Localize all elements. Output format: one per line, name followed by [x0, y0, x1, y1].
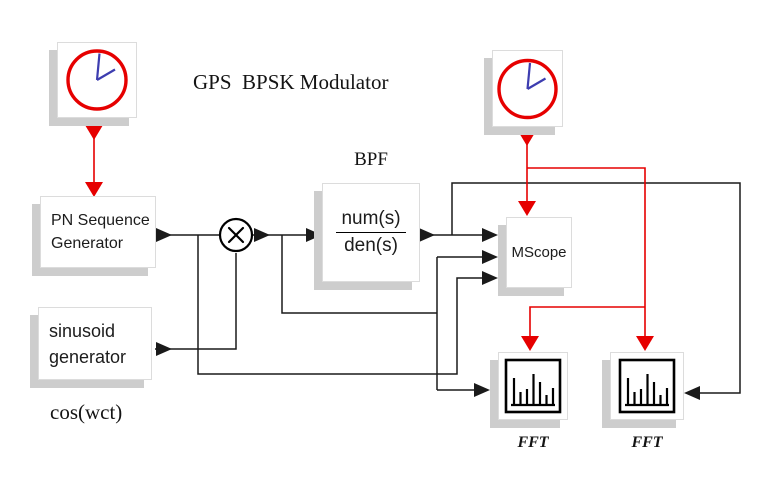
fft-left-label: FFT	[517, 434, 549, 451]
multiply-icon	[227, 226, 245, 244]
wire-branch-to-mscope-and-fft	[436, 256, 482, 391]
red-arrowheads	[85, 125, 654, 351]
hour-hand	[526, 77, 547, 90]
black-arrowheads	[156, 228, 700, 400]
arrow-pn-trigger	[85, 182, 103, 197]
arrow-sinusoid-output	[156, 342, 172, 356]
pn-sequence-generator-block[interactable]: PN Sequence Generator	[40, 196, 156, 268]
arrow-fft-right-input	[684, 386, 700, 400]
mscope-block[interactable]: MScope	[506, 217, 572, 288]
bpf-numerator: num(s)	[341, 208, 401, 230]
arrow-clock1-source	[85, 125, 103, 140]
bpf-denominator: den(s)	[336, 232, 406, 259]
arrow-pn-output	[156, 228, 172, 242]
transfer-function: num(s) den(s)	[336, 206, 406, 259]
fft-spectrum-icon	[504, 358, 562, 414]
arrow-mscope-input-3	[482, 271, 498, 285]
arrow-fft-left-trigger	[521, 336, 539, 351]
red-wires	[93, 138, 646, 337]
wire-pn-to-mscope	[197, 235, 482, 375]
wire-bpf-to-fft-right	[451, 182, 741, 394]
arrow-bpf-input	[306, 228, 322, 242]
minute-hand	[95, 53, 101, 81]
fft-right-label: FFT	[631, 434, 663, 451]
sinusoid-label-line2: generator	[49, 346, 127, 367]
fft-spectrum-icon	[618, 358, 676, 414]
sinusoid-generator-block[interactable]: sinusoid generator	[38, 307, 152, 380]
black-wires	[155, 182, 741, 394]
carrier-annotation: cos(wct)	[50, 400, 123, 424]
clock1-block[interactable]	[57, 42, 137, 118]
bpf-caption: BPF	[354, 149, 388, 170]
arrow-fft-right-trigger	[636, 336, 654, 351]
diagram-title: GPS BPSK Modulator	[193, 70, 389, 94]
fft-right-block[interactable]	[610, 352, 684, 420]
arrow-clock2-source	[518, 131, 536, 146]
arrow-bpf-output	[419, 228, 435, 242]
arrow-mscope-input-2	[482, 250, 498, 264]
clock-icon	[497, 58, 558, 120]
fft-left-block[interactable]	[498, 352, 568, 420]
wire-clock2-to-ffts	[527, 167, 646, 337]
arrow-multiplier-output	[254, 228, 270, 242]
sinusoid-label-line1: sinusoid	[49, 320, 116, 341]
pn-label-line2: Generator	[51, 235, 124, 252]
bpf-block[interactable]: num(s) den(s)	[322, 183, 420, 282]
minute-hand	[526, 62, 532, 90]
multiplier-block[interactable]	[218, 217, 254, 253]
clock-icon	[66, 49, 128, 111]
arrow-mscope-input-1	[482, 228, 498, 242]
wire-multiplier-branch	[281, 235, 437, 314]
arrow-fft-left-input	[474, 383, 490, 397]
mscope-label: MScope	[511, 244, 567, 261]
clock2-block[interactable]	[492, 50, 563, 127]
wire-sinusoid-to-multiplier	[155, 253, 237, 350]
arrow-mscope-trigger	[518, 201, 536, 216]
hour-hand	[96, 68, 116, 81]
pn-label-line1: PN Sequence	[51, 212, 150, 229]
